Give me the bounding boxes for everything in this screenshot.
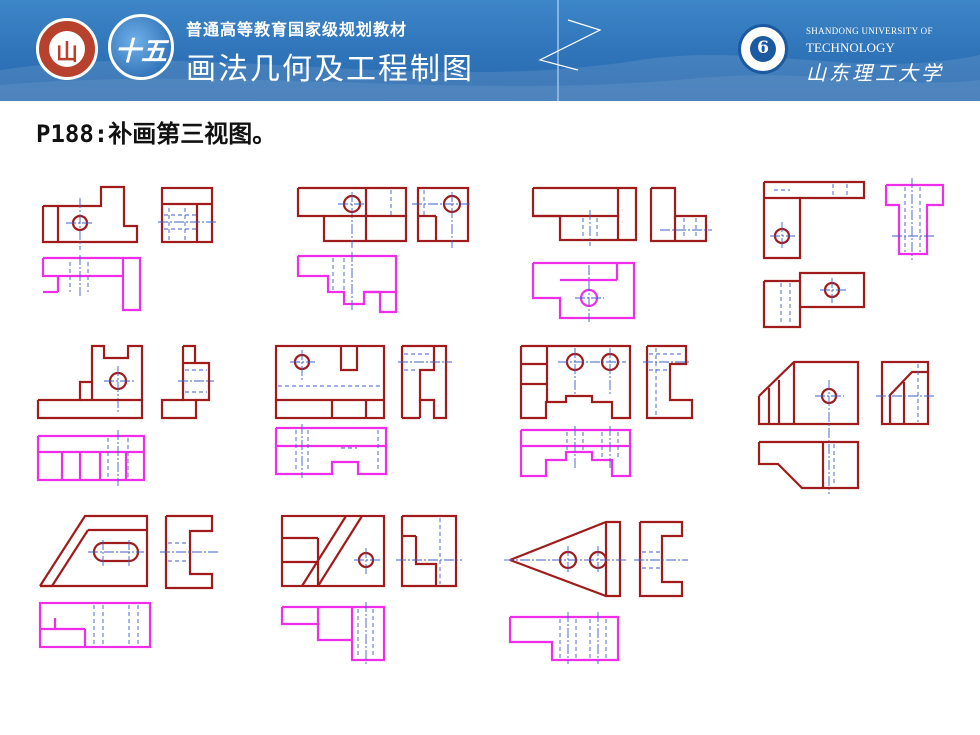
- exercise-9: [38, 514, 218, 649]
- answer-view: [36, 430, 146, 486]
- front-view: [39, 514, 149, 588]
- exercise-11: [504, 520, 688, 664]
- front-view: [531, 186, 638, 246]
- answer-view: [531, 261, 636, 322]
- side-view: [398, 344, 452, 420]
- top-view: [757, 440, 860, 490]
- front-view: [504, 520, 626, 598]
- answer-view: [296, 252, 398, 314]
- side-view: [643, 344, 694, 420]
- side-view: [396, 514, 462, 588]
- answer-view: [38, 601, 152, 649]
- side-view: [160, 514, 218, 590]
- plan-logo-glyph: 十五: [114, 37, 167, 67]
- side-view: [158, 186, 218, 244]
- university-name-cn: 山东理工大学: [806, 61, 944, 85]
- front-view: [36, 344, 144, 420]
- answer-side-view: [884, 178, 945, 260]
- answer-view: [508, 612, 620, 664]
- answer-view: [280, 602, 386, 664]
- book-title: 画法几何及工程制图: [186, 52, 474, 87]
- top-view: [762, 271, 866, 329]
- side-view: [412, 186, 472, 248]
- university-name-en-line2: TECHNOLOGY: [806, 40, 895, 55]
- answer-view: [519, 426, 632, 478]
- front-view: [757, 360, 860, 494]
- answer-view: [274, 424, 388, 478]
- front-view: [280, 514, 386, 588]
- side-view: [649, 186, 712, 243]
- side-view: [634, 520, 688, 598]
- school-emblem-glyph: 山: [55, 40, 78, 66]
- front-view: [274, 344, 386, 420]
- exercise-6: [274, 344, 452, 478]
- slide-header: 山 十五 普通高等教育国家级规划教材 画法几何及工程制图 6 SHANDONG …: [0, 0, 980, 101]
- exercise-4: [762, 178, 945, 329]
- front-view: [296, 186, 408, 248]
- exercise-3: [531, 186, 712, 322]
- exercise-title: P188:补画第三视图。: [36, 120, 277, 148]
- exercise-7: [519, 344, 694, 478]
- university-name-en-line1: SHANDONG UNIVERSITY OF: [806, 26, 933, 36]
- school-emblem-logo: 山: [36, 18, 98, 80]
- exercise-2: [296, 186, 472, 314]
- header-decoration: [0, 0, 980, 101]
- front-view: [762, 180, 866, 260]
- exercise-5: [36, 344, 214, 486]
- plan-logo: 十五: [108, 14, 174, 80]
- series-title: 普通高等教育国家级规划教材: [186, 20, 408, 39]
- university-logo: 6: [738, 24, 788, 74]
- front-view: [519, 344, 632, 420]
- front-view: [41, 185, 139, 250]
- answer-view: [41, 255, 142, 312]
- exercise-8: [757, 360, 936, 494]
- exercise-10: [280, 514, 462, 664]
- side-view: [876, 360, 936, 426]
- exercise-1: [41, 185, 218, 312]
- side-view: [160, 344, 214, 420]
- university-logo-glyph: 6: [757, 38, 769, 58]
